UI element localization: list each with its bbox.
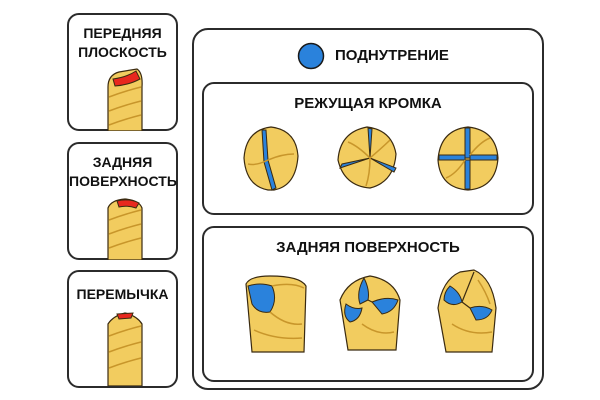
relief-surface-title: ЗАДНЯЯ ПОВЕРХНОСТЬ	[276, 239, 460, 256]
panel-rake-face-label-1: ПЕРЕДНЯЯ	[83, 25, 162, 41]
subpanel-cutting-edge: РЕЖУЩАЯ КРОМКА	[202, 82, 534, 215]
panel-undercut-overview: ПОДНУТРЕНИЕ РЕЖУЩАЯ КРОМКА	[192, 28, 544, 390]
drill-side-view-relief-face	[107, 198, 143, 260]
drill-side-view-rake-face	[107, 68, 143, 131]
subpanel-relief-surface: ЗАДНЯЯ ПОВЕРХНОСТЬ	[202, 226, 534, 382]
panel-relief-face-label-2: ПОВЕРХНОСТЬ	[69, 173, 177, 189]
four-flute-tip	[437, 269, 497, 353]
three-flute-end-view	[337, 126, 397, 189]
two-flute-end-view	[243, 126, 299, 191]
three-flute-tip	[339, 275, 401, 351]
blue-dot-icon	[297, 42, 325, 70]
panel-relief-face: ЗАДНЯЯ ПОВЕРХНОСТЬ	[67, 142, 178, 260]
drill-side-view-chisel-edge	[107, 312, 143, 386]
panel-rake-face-label-2: ПЛОСКОСТЬ	[78, 44, 167, 60]
legend-undercut-label: ПОДНУТРЕНИЕ	[335, 47, 449, 64]
four-flute-end-view	[437, 126, 499, 191]
panel-rake-face: ПЕРЕДНЯЯ ПЛОСКОСТЬ	[67, 13, 178, 131]
panel-relief-face-label-1: ЗАДНЯЯ	[92, 154, 153, 170]
two-flute-tip	[245, 275, 307, 353]
panel-chisel-edge: ПЕРЕМЫЧКА	[67, 270, 178, 388]
cutting-edge-title: РЕЖУЩАЯ КРОМКА	[294, 95, 442, 112]
panel-chisel-edge-label: ПЕРЕМЫЧКА	[76, 286, 169, 302]
